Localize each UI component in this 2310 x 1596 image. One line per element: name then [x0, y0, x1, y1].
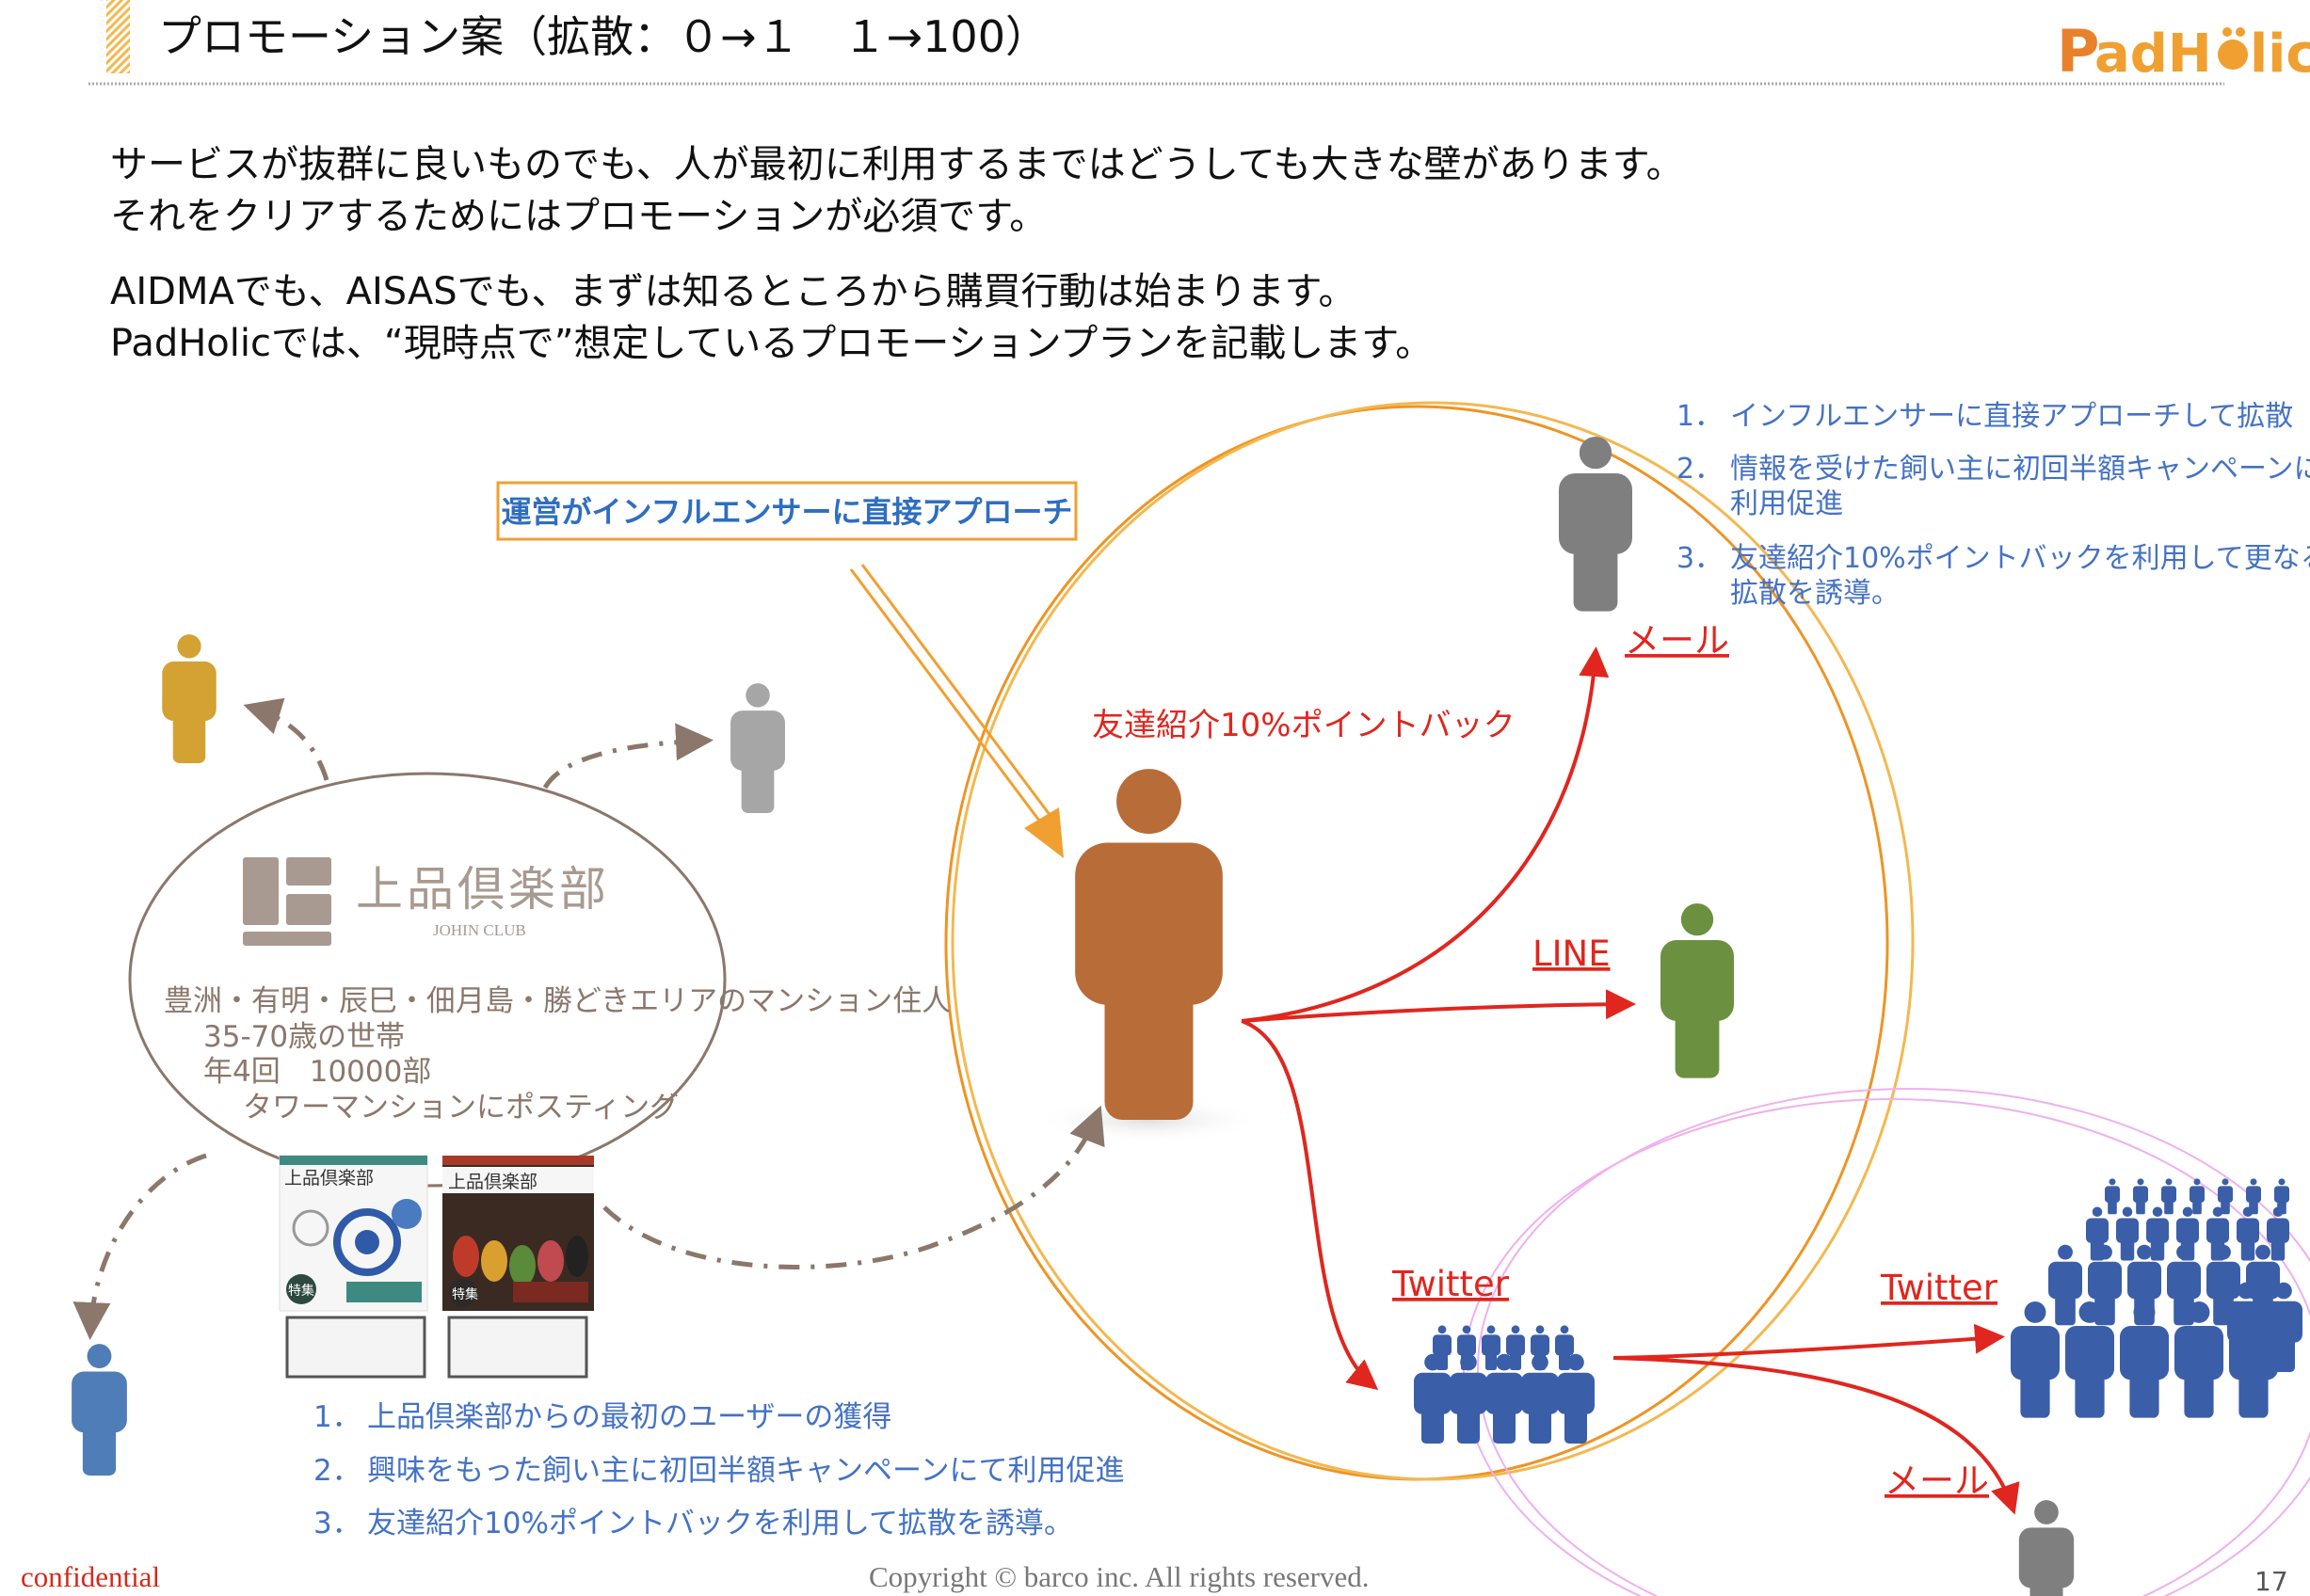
johin-club-logo: [243, 857, 331, 946]
referral-label: 友達紹介10%ポイントバック: [1092, 707, 1516, 744]
person-icon-blue: [72, 1344, 127, 1476]
johin-detail: 豊洲・有明・辰巳・佃月島・勝どきエリアのマンション住人: [164, 984, 951, 1018]
svg-text:上品倶楽部: 上品倶楽部: [284, 1168, 374, 1189]
intro-text: サービスが抜群に良いものでも、人が最初に利用するまではどうしても大きな壁がありま…: [110, 143, 1684, 365]
intro-line: それをクリアするためにはプロモーションが必須です。: [110, 195, 1047, 238]
dashed-arrow-influencer: [602, 1105, 1105, 1269]
crowd-person-icon: [2133, 1178, 2148, 1215]
dashed-arrow-mustard: [243, 697, 329, 781]
person-icon-green: [1660, 902, 1734, 1078]
intro-line: PadHolicでは、“現時点で”想定しているプロモーションプランを記載します。: [110, 322, 1433, 365]
person-icon-gray: [1559, 436, 1632, 612]
person-icon-lightgray: [730, 683, 785, 813]
step-number: 1．: [1676, 400, 1723, 433]
step-text: 情報を受けた飼い主に初回半額キャンペーンにて: [1730, 453, 2310, 486]
johin-detail: 35-70歳の世帯: [203, 1020, 405, 1054]
svg-text:adH: adH: [2094, 24, 2212, 85]
svg-text:特集: 特集: [452, 1286, 478, 1302]
channel-twitter: Twitter: [1880, 1268, 1998, 1308]
right-steps: 1． インフルエンサーに直接アプローチして拡散 2． 情報を受けた飼い主に初回半…: [1676, 400, 2310, 610]
step-number: 3．: [1676, 542, 1723, 575]
callout-text: 運営がインフルエンサーに直接アプローチ: [501, 494, 1072, 530]
step-text: 友達紹介10%ポイントバックを利用して拡散を誘導。: [367, 1507, 1073, 1540]
step-number: 2．: [313, 1454, 361, 1488]
crowd-person-icon: [2048, 1244, 2082, 1326]
header-accent-bar: [106, 0, 130, 73]
johin-detail: 年4回 10000部: [203, 1055, 431, 1089]
channel-mail: メール: [1625, 620, 1729, 661]
crowd-person-icon: [1450, 1353, 1487, 1444]
person-icon-gray-bottom: [2018, 1500, 2075, 1596]
callout-arrow: [849, 564, 1064, 858]
arrow-crowd-mail: [1612, 1356, 2020, 1515]
svg-text:P: P: [2057, 17, 2099, 86]
crowd-icon-mid: [1414, 1325, 1595, 1444]
step-text: 興味をもった飼い主に初回半額キャンペーンにて利用促進: [367, 1454, 1124, 1488]
dashed-arrow-blue: [72, 1153, 207, 1340]
step-text: 利用促進: [1730, 487, 1843, 520]
magazine-page-2: [447, 1316, 588, 1379]
arrow-crowd-twitter: [1612, 1323, 2005, 1360]
johin-club-name-en: JOHIN CLUB: [433, 921, 526, 939]
johin-club-name: 上品倶楽部: [356, 863, 610, 916]
svg-text:上品倶楽部: 上品倶楽部: [448, 1172, 537, 1192]
arrow-to-twitter: [1241, 1019, 1379, 1391]
crowd-person-icon: [2161, 1178, 2176, 1215]
spread-arrows: [1241, 646, 2020, 1515]
arrow-to-line: [1241, 989, 1636, 1023]
copyright: Copyright © barco inc. All rights reserv…: [869, 1560, 1370, 1593]
padholic-logo: P adH lic: [2057, 17, 2310, 86]
influencer-circle-outer: [951, 401, 1915, 1481]
step-text: 友達紹介10%ポイントバックを利用して更なる: [1730, 542, 2310, 575]
arrow-to-mail: [1241, 646, 1610, 1023]
crowd-person-icon: [2116, 1206, 2139, 1261]
step-text: 上品倶楽部からの最初のユーザーの獲得: [367, 1400, 891, 1434]
callout-box: [496, 481, 1078, 541]
crowd-person-icon: [1521, 1353, 1559, 1444]
svg-text:特集: 特集: [288, 1283, 314, 1299]
step-text: 拡散を誘導。: [1730, 577, 1900, 610]
channel-twitter: Twitter: [1391, 1264, 1510, 1304]
page-number: 17: [2254, 1566, 2288, 1596]
confidential-label: confidential: [21, 1560, 160, 1593]
dashed-arrow-gray: [542, 723, 714, 790]
crowd-circle-outer: [1477, 1088, 2310, 1596]
crowd-person-icon: [2105, 1178, 2120, 1215]
crowd-person-icon: [2011, 1301, 2060, 1418]
person-icon-mustard: [162, 634, 217, 763]
step-number: 1．: [313, 1400, 361, 1434]
channel-mail: メール: [1885, 1460, 1989, 1501]
step-number: 3．: [313, 1507, 361, 1540]
johin-detail: タワーマンションにポスティング: [243, 1091, 679, 1125]
step-text: インフルエンサーに直接アプローチして拡散: [1730, 400, 2293, 433]
magazine-cover-1: 上品倶楽部 特集: [279, 1155, 428, 1312]
crowd-icon-large: [2011, 1178, 2302, 1418]
step-number: 2．: [1676, 453, 1723, 486]
magazine-cover-2: 上品倶楽部 特集: [442, 1156, 594, 1311]
channel-line: LINE: [1532, 934, 1611, 974]
intro-line: サービスが抜群に良いものでも、人が最初に利用するまではどうしても大きな壁がありま…: [110, 143, 1684, 186]
page-title: プロモーション案（拡散：０→１ １→100）: [158, 11, 1049, 62]
crowd-person-icon: [2120, 1301, 2169, 1418]
svg-text:lic: lic: [2250, 24, 2310, 85]
intro-line: AIDMAでも、AISASでも、まずは知るところから購買行動は始まります。: [110, 270, 1356, 313]
influencer-person-icon: [1075, 769, 1223, 1120]
magazine-page-1: [285, 1316, 426, 1379]
